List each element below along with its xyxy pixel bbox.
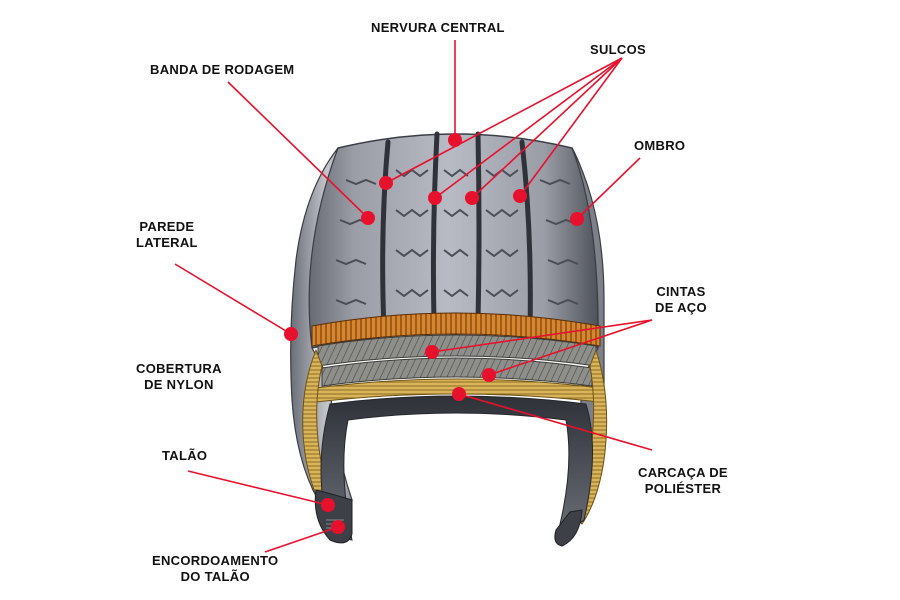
- dot-sulco-3: [465, 191, 479, 205]
- leader-banda-de-rodagem: [227, 81, 369, 219]
- label-encordoamento-do-talao-line-1: ENCORDOAMENTO: [152, 553, 279, 568]
- bead-right: [554, 509, 583, 547]
- nylon-cap-layer: [311, 312, 601, 347]
- label-ombro: OMBRO: [634, 138, 686, 153]
- leader-encordoamento-do-talao: [264, 526, 339, 553]
- leader-carcaca-de-poliester: [458, 393, 653, 451]
- marker-dots: [284, 133, 584, 534]
- label-cobertura-de-nylon-line-1: COBERTURA: [136, 361, 222, 376]
- leader-sulcos-2: [434, 57, 623, 199]
- dot-banda-de-rodagem: [361, 211, 375, 225]
- label-nervura-central: NERVURA CENTRAL: [371, 20, 505, 35]
- leader-sulcos-4: [519, 57, 623, 197]
- bead-left: [314, 489, 353, 544]
- dot-parede-lateral: [284, 327, 298, 341]
- dot-sulco-1: [379, 176, 393, 190]
- leader-sulcos-3: [471, 57, 623, 199]
- leader-cintas-de-aco-2: [488, 319, 653, 376]
- polyester-carcass-right: [573, 348, 608, 525]
- label-banda-de-rodagem: BANDA DE RODAGEM: [150, 62, 295, 77]
- label-cobertura-de-nylon: COBERTURA DE NYLON: [136, 361, 222, 393]
- label-encordoamento-do-talao: ENCORDOAMENTO DO TALÃO: [152, 553, 278, 585]
- label-cobertura-de-nylon-line-2: DE NYLON: [144, 377, 214, 392]
- steel-belt-layer-2: [321, 357, 593, 387]
- leader-talao: [187, 470, 329, 506]
- label-carcaca-de-poliester-line-2: POLIÉSTER: [644, 481, 722, 496]
- label-talao: TALÃO: [162, 448, 208, 463]
- dot-encordoamento-do-talao: [331, 520, 345, 534]
- leader-parede-lateral: [174, 263, 292, 335]
- label-parede-lateral-line-2: LATERAL: [136, 235, 198, 250]
- label-carcaca-de-poliester-line-1: CARCAÇA DE: [638, 465, 728, 480]
- dot-sulco-2: [428, 191, 442, 205]
- inner-liner: [320, 395, 594, 542]
- label-parede-lateral-line-1: PAREDE: [139, 219, 195, 234]
- label-carcaca-de-poliester: CARCAÇA DE POLIÉSTER: [638, 465, 728, 497]
- dot-talao: [321, 498, 335, 512]
- leader-ombro: [576, 157, 641, 220]
- leader-cintas-de-aco-1: [431, 319, 653, 353]
- label-cintas-de-aco-line-1: CINTAS: [656, 284, 706, 299]
- dot-ombro: [570, 212, 584, 226]
- leader-lines: [174, 40, 653, 553]
- label-encordoamento-do-talao-line-2: DO TALÃO: [180, 569, 250, 584]
- dot-carcaca-de-poliester: [452, 387, 466, 401]
- dot-sulco-4: [513, 189, 527, 203]
- dot-nervura-central: [448, 133, 462, 147]
- label-parede-lateral: PAREDE LATERAL: [136, 219, 198, 251]
- label-cintas-de-aco-line-2: DE AÇO: [655, 300, 707, 315]
- label-sulcos: SULCOS: [590, 42, 646, 57]
- label-cintas-de-aco: CINTAS DE AÇO: [655, 284, 707, 316]
- dot-cintas-de-aco-2: [482, 368, 496, 382]
- leader-sulcos-1: [385, 57, 623, 184]
- dot-cintas-de-aco-1: [425, 345, 439, 359]
- tire-body: [290, 131, 608, 547]
